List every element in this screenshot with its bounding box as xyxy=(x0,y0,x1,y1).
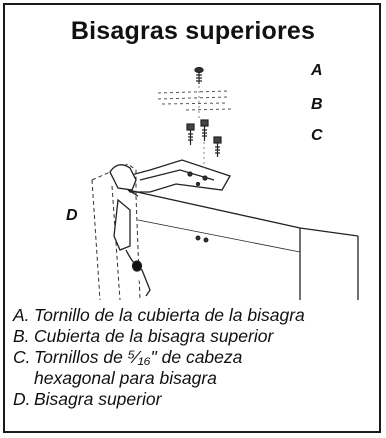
callout-c: C xyxy=(311,127,323,144)
cover-screw xyxy=(194,66,204,84)
callout-b: B xyxy=(311,96,323,113)
caption-b: B. Cubierta de la bisagra superior xyxy=(13,326,377,347)
hex-screws xyxy=(186,119,222,157)
caption-text: Bisagra superior xyxy=(34,389,162,409)
hinge-cover xyxy=(157,90,233,111)
cabinet xyxy=(127,189,359,300)
hinge-diagram xyxy=(91,66,359,300)
caption-letter: B. xyxy=(13,326,30,346)
hinge-arm xyxy=(109,164,151,297)
caption-letter: A. xyxy=(13,305,30,325)
caption-letter: D. xyxy=(13,389,31,409)
caption-c: C. Tornillos de ⁵⁄₁₆" de cabeza xyxy=(13,347,377,368)
caption-a: A. Tornillo de la cubierta de la bisagra xyxy=(13,305,377,326)
caption-list: A. Tornillo de la cubierta de la bisagra… xyxy=(13,305,377,410)
callout-d: D xyxy=(66,207,78,224)
top-hinge xyxy=(118,159,231,193)
caption-letter: C. xyxy=(13,347,31,367)
caption-c-continuation: hexagonal para bisagra xyxy=(34,368,217,388)
figure-frame xyxy=(3,3,381,433)
caption-text: Tornillo de la cubierta de la bisagra xyxy=(34,305,305,325)
figure-title: Bisagras superiores xyxy=(70,17,316,45)
caption-text: Cubierta de la bisagra superior xyxy=(34,326,274,346)
caption-text: Tornillos de ⁵⁄₁₆" de cabeza xyxy=(34,347,243,367)
leader-lines xyxy=(198,86,205,168)
caption-d: D. Bisagra superior xyxy=(13,389,377,410)
callout-a: A xyxy=(311,62,323,79)
door xyxy=(91,163,141,300)
